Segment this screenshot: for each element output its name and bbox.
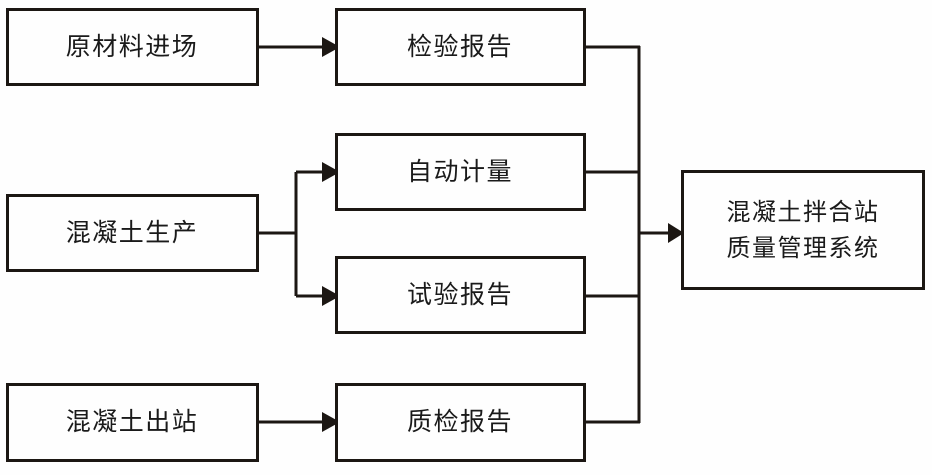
node-label-concrete-departure: 混凝土出站	[66, 407, 199, 436]
node-management-system[interactable]: 混凝土拌合站 质量管理系统	[681, 170, 925, 290]
node-quality-report[interactable]: 质检报告	[335, 383, 586, 462]
arrowhead-icon	[668, 223, 684, 243]
node-label-management-system-line2: 质量管理系统	[727, 234, 880, 262]
node-concrete-production[interactable]: 混凝土生产	[6, 194, 259, 272]
node-inspection-report[interactable]: 检验报告	[335, 8, 586, 86]
arrowhead-icon	[322, 412, 340, 432]
node-raw-material-entry[interactable]: 原材料进场	[6, 8, 259, 86]
node-label-quality-report: 质检报告	[407, 407, 513, 436]
node-label-test-report: 试验报告	[407, 280, 513, 309]
edge-departure-to-quality-report	[259, 412, 340, 432]
arrowhead-icon	[322, 37, 340, 57]
node-label-inspection-report: 检验报告	[407, 32, 513, 61]
node-label-management-system-line1: 混凝土拌合站	[727, 198, 880, 226]
edge-bus-to-management-system	[639, 223, 684, 243]
node-label-automatic-metering: 自动计量	[407, 157, 513, 186]
node-label-raw-material-entry: 原材料进场	[66, 32, 199, 61]
edge-raw-material-to-inspection	[259, 37, 340, 57]
arrowhead-icon	[322, 286, 340, 306]
edge-production-fork	[259, 162, 340, 306]
node-concrete-departure[interactable]: 混凝土出站	[6, 383, 259, 462]
node-label-concrete-production: 混凝土生产	[66, 218, 199, 247]
node-automatic-metering[interactable]: 自动计量	[335, 133, 586, 211]
node-test-report[interactable]: 试验报告	[335, 256, 586, 334]
collector-bus	[586, 45, 641, 424]
arrowhead-icon	[322, 162, 340, 182]
